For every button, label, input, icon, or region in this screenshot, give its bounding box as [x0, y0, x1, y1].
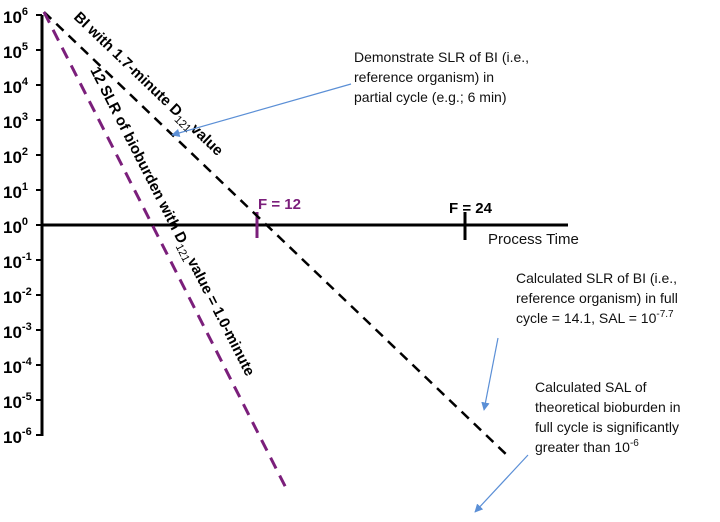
y-tick-label: 10-4: [3, 356, 33, 377]
annotation-full-cycle-bi: Calculated SLR of BI (i.e., reference or…: [516, 270, 682, 326]
f12-label: F = 12: [258, 196, 301, 213]
arrow-full-cycle-bi: [481, 337, 499, 411]
y-tick-label: 104: [3, 76, 29, 97]
y-tick-label: 10-5: [3, 391, 32, 412]
f24-label: F = 24: [449, 200, 493, 217]
y-tick-label: 103: [3, 111, 28, 132]
bi-line-label: BI with 1.7-minute D121value: [68, 9, 226, 162]
y-tick-label: 102: [3, 146, 28, 167]
y-axis-ticks: 106 105 104 103 102 101 100 10-1 10-2 10-3 10-4 10-…: [3, 6, 42, 447]
x-axis-label: Process Time: [488, 231, 579, 248]
y-tick-label: 10-1: [3, 251, 32, 272]
y-tick-label: 106: [3, 6, 28, 27]
arrow-full-cycle-sal: [474, 454, 529, 513]
y-tick-label: 10-6: [3, 426, 32, 447]
y-tick-label: 10-3: [3, 321, 32, 342]
y-tick-label: 105: [3, 41, 28, 62]
annotation-full-cycle-sal: Calculated SAL of theoretical bioburden …: [535, 379, 684, 455]
annotation-partial-cycle: Demonstrate SLR of BI (i.e., reference o…: [354, 49, 533, 105]
bioburden-line: [42, 11, 289, 491]
y-tick-label: 10-2: [3, 286, 32, 307]
arrow-partial-cycle: [171, 83, 352, 137]
y-tick-label: 101: [3, 181, 28, 202]
y-tick-label: 100: [3, 216, 28, 237]
bi-line: [43, 11, 511, 459]
